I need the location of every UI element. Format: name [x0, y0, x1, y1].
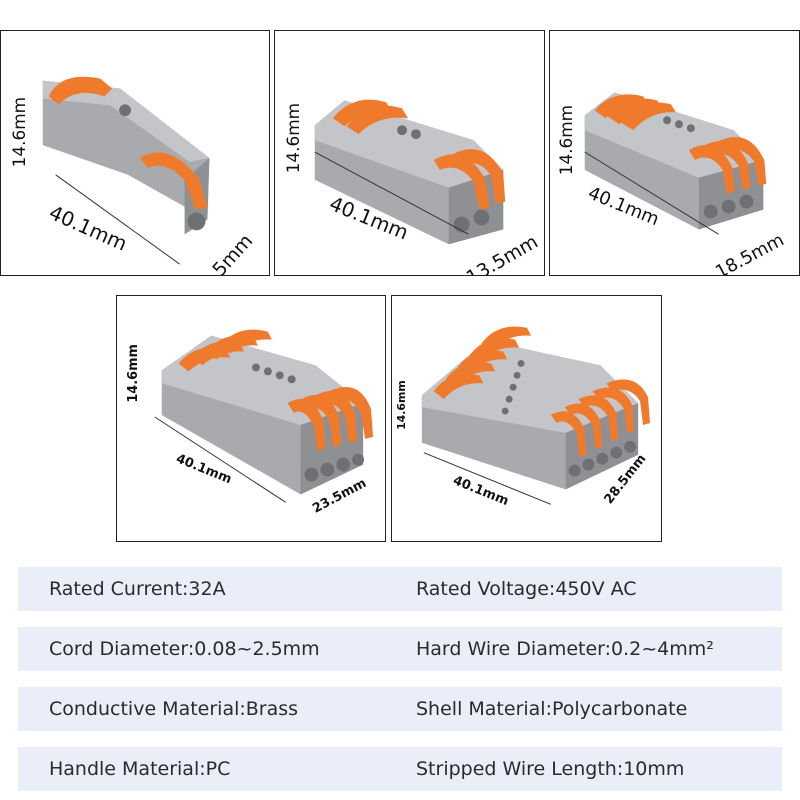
spec-shell-material: Shell Material:Polycarbonate	[416, 698, 688, 720]
connector-2-pole-image: 14.6mm 40.1mm 13.5mm	[283, 99, 542, 275]
connector-5-pole-image: 14.6mm 40.1mm 28.5mm	[395, 326, 650, 509]
spec-conductive-material: Conductive Material:Brass	[49, 698, 299, 720]
connector-3-pole-image: 14.6mm 40.1mm 18.5mm	[556, 92, 788, 275]
spec-row-3: Conductive Material:Brass Shell Material…	[18, 687, 782, 731]
height-label: 14.6mm	[283, 103, 303, 173]
spec-hard-wire-diameter: Hard Wire Diameter:0.2~4mm²	[416, 638, 714, 660]
length-label: 40.1mm	[46, 201, 131, 256]
width-label: 13.5mm	[463, 232, 542, 275]
product-panel-5-pole: 14.6mm 40.1mm 28.5mm	[391, 295, 662, 542]
spec-handle-material: Handle Material:PC	[49, 758, 231, 780]
height-label: 14.6mm	[395, 380, 408, 430]
product-panel-3-pole: 14.6mm 40.1mm 18.5mm	[549, 30, 800, 276]
height-label: 14.6mm	[556, 105, 576, 175]
spec-row-4: Handle Material:PC Stripped Wire Length:…	[18, 747, 782, 791]
spec-rated-voltage: Rated Voltage:450V AC	[416, 578, 637, 600]
product-panel-2-pole: 14.6mm 40.1mm 13.5mm	[274, 30, 545, 276]
product-panel-4-pole: 14.6mm 40.1mm 23.5mm	[116, 295, 386, 542]
spec-cord-diameter: Cord Diameter:0.08~2.5mm	[49, 638, 320, 660]
height-label: 14.6mm	[126, 344, 141, 403]
spec-stripped-wire-length: Stripped Wire Length:10mm	[416, 758, 685, 780]
spec-row-2: Cord Diameter:0.08~2.5mm Hard Wire Diame…	[18, 627, 782, 671]
width-label: 18.5mm	[712, 229, 788, 275]
width-label: 8.5mm	[197, 231, 257, 275]
length-label: 40.1mm	[174, 451, 234, 487]
connector-1-pole-image: 14.6mm 40.1mm 8.5mm	[9, 76, 257, 275]
product-panel-1-pole: 14.6mm 40.1mm 8.5mm	[0, 30, 270, 276]
length-label: 40.1mm	[451, 473, 511, 509]
spec-rated-current: Rated Current:32A	[49, 578, 226, 600]
connector-4-pole-image: 14.6mm 40.1mm 23.5mm	[126, 329, 374, 517]
spec-row-1: Rated Current:32A Rated Voltage:450V AC	[18, 567, 782, 611]
height-label: 14.6mm	[9, 97, 29, 167]
